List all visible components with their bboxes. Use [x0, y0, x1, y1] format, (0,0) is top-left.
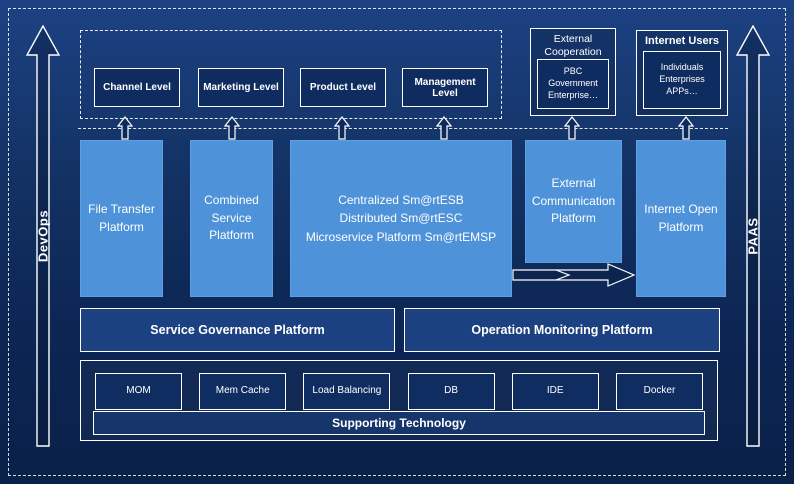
paas-label: PAAS [745, 217, 761, 255]
tech-box-ide: IDE [511, 373, 599, 410]
supporting-panel: MOM Mem Cache Load Balancing DB IDE Dock… [80, 360, 718, 441]
platform-internet-open: Internet Open Platform [636, 140, 726, 297]
up-arrow-icon [224, 116, 240, 140]
internet-users-title: Internet Users [645, 35, 719, 47]
internet-users-body: Individuals Enterprises APPs… [643, 51, 721, 109]
level-box-product: Product Level [300, 68, 386, 107]
up-arrow-icon [436, 116, 452, 140]
devops-arrow: DevOps [25, 25, 61, 447]
supporting-technology-bar: Supporting Technology [93, 411, 705, 435]
level-box-channel: Channel Level [94, 68, 180, 107]
platform-file-transfer: File Transfer Platform [80, 140, 163, 297]
external-cooperation-body: PBC Government Enterprise… [537, 59, 609, 109]
level-box-management: Management Level [402, 68, 488, 107]
flow-right-arrow-icon [512, 263, 636, 287]
internet-users-panel: Internet Users Individuals Enterprises A… [636, 30, 728, 116]
external-cooperation-title: External Cooperation [544, 33, 602, 59]
service-governance-platform: Service Governance Platform [80, 308, 395, 352]
layer-separator-dashed [78, 128, 728, 129]
platform-external-communication: External Communication Platform [525, 140, 622, 263]
central-esb-line: Centralized Sm@rtESB [338, 192, 464, 207]
up-block-arrow-icon [735, 25, 771, 447]
tech-box-docker: Docker [615, 373, 703, 410]
devops-label: DevOps [35, 209, 51, 263]
tech-box-mem-cache: Mem Cache [199, 373, 287, 410]
up-arrow-icon [334, 116, 350, 140]
paas-arrow: PAAS [735, 25, 771, 447]
up-arrow-icon [564, 116, 580, 140]
central-emsp-line: Microservice Platform Sm@rtEMSP [305, 229, 497, 244]
external-cooperation-panel: External Cooperation PBC Government Ente… [530, 28, 616, 116]
tech-box-mom: MOM [95, 373, 182, 410]
levels-group [80, 30, 502, 119]
tech-row: MOM Mem Cache Load Balancing DB IDE Dock… [95, 373, 703, 410]
level-box-marketing: Marketing Level [198, 68, 284, 107]
up-block-arrow-icon [25, 25, 61, 447]
tech-box-load-balancing: Load Balancing [303, 373, 391, 410]
tech-box-db: DB [407, 373, 495, 410]
operation-monitoring-platform: Operation Monitoring Platform [404, 308, 720, 352]
platform-combined-service: Combined Service Platform [190, 140, 273, 297]
up-arrow-icon [678, 116, 694, 140]
outer-dashed-border [8, 8, 786, 476]
platform-central-esb: Centralized Sm@rtESB Distributed Sm@rtES… [290, 140, 512, 297]
central-esc-line: Distributed Sm@rtESC [339, 211, 463, 226]
up-arrow-icon [117, 116, 133, 140]
